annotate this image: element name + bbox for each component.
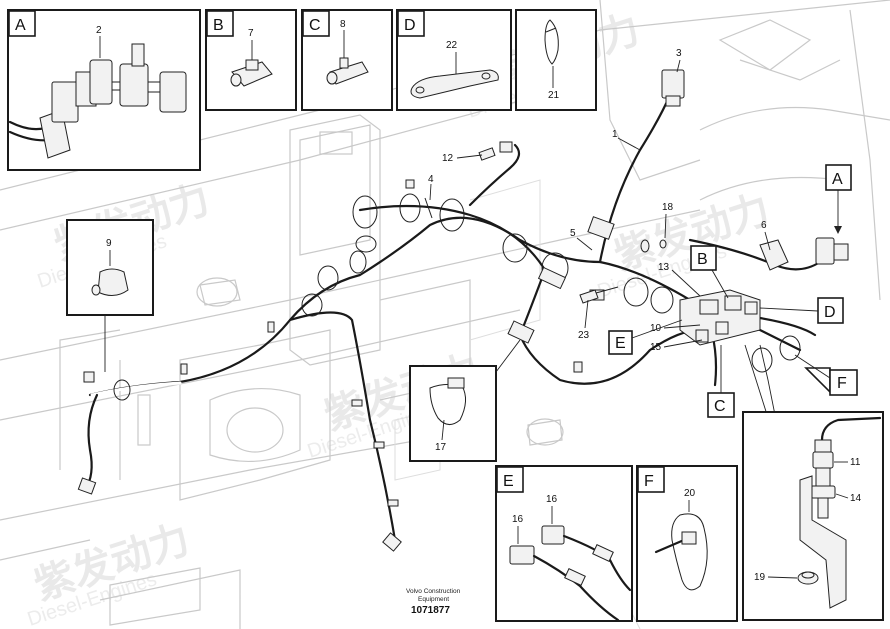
callout-18: 18 (662, 202, 674, 213)
inset-a-callout-2: 2 (96, 25, 102, 36)
inset-sensor-callout-19: 19 (754, 572, 766, 583)
inset-sensor-callout-14: 14 (850, 493, 862, 504)
inset-f: F 20 (636, 465, 738, 622)
callout-12: 12 (442, 153, 454, 164)
inset-a: A 2 (7, 9, 201, 171)
inset-clamp-17: 17 (409, 339, 521, 462)
inset-sensor-callout-11: 11 (850, 457, 861, 468)
callout-3: 3 (676, 48, 682, 59)
inset-b: B 7 (205, 9, 297, 111)
callout-1: 1 (612, 129, 618, 140)
inset-grommet-9: 9 (66, 219, 154, 372)
svg-text:E: E (503, 473, 514, 490)
inset-b-callout-7: 7 (248, 28, 254, 39)
svg-text:F: F (837, 375, 847, 392)
svg-text:B: B (213, 17, 224, 34)
svg-text:A: A (15, 17, 26, 34)
inset-d: D 22 (396, 9, 512, 111)
tag-d-main: D (759, 297, 844, 324)
inset-sensor: 11 14 19 (742, 411, 884, 621)
svg-text:A: A (832, 171, 843, 188)
callout-15: 15 (650, 342, 662, 353)
wiring-harness (77, 69, 849, 552)
svg-text:E: E (615, 335, 626, 352)
inset-17-callout: 17 (435, 442, 447, 453)
inset-c: C 8 (301, 9, 393, 111)
callout-13: 13 (658, 262, 670, 273)
callout-10: 10 (650, 323, 662, 334)
footer-maker: Volvo Construction (406, 588, 461, 595)
inset-e-callout-16a: 16 (546, 494, 558, 505)
svg-text:B: B (697, 251, 708, 268)
inset-clip-21: 21 (515, 9, 597, 111)
inset-d-callout-22: 22 (446, 40, 458, 51)
footer: Volvo Construction Equipment 1071877 (406, 588, 461, 616)
connector-3 (661, 69, 685, 99)
callout-4: 4 (428, 174, 434, 185)
main-tags: A B C D E F (608, 164, 858, 418)
inset-e-callout-16b: 16 (512, 514, 524, 525)
footer-maker2: Equipment (418, 596, 449, 603)
callout-6: 6 (761, 220, 767, 231)
inset-21-callout: 21 (548, 90, 560, 101)
svg-text:D: D (404, 17, 416, 34)
callout-5: 5 (570, 228, 576, 239)
tag-f-main: F (794, 354, 858, 396)
tag-e-main: E (608, 319, 683, 355)
inset-e: E 16 16 (495, 465, 633, 622)
callout-23: 23 (578, 330, 590, 341)
tag-c-main: C (707, 345, 735, 418)
inset-9-callout: 9 (106, 238, 112, 249)
tag-b-main: B (690, 245, 729, 299)
svg-text:D: D (824, 304, 836, 321)
svg-text:C: C (714, 398, 726, 415)
svg-text:C: C (309, 17, 321, 34)
tag-a-main: A (825, 164, 852, 234)
footer-code: 1071877 (411, 605, 450, 616)
inset-c-callout-8: 8 (340, 19, 346, 30)
svg-text:F: F (644, 473, 654, 490)
inset-f-callout-20: 20 (684, 488, 696, 499)
